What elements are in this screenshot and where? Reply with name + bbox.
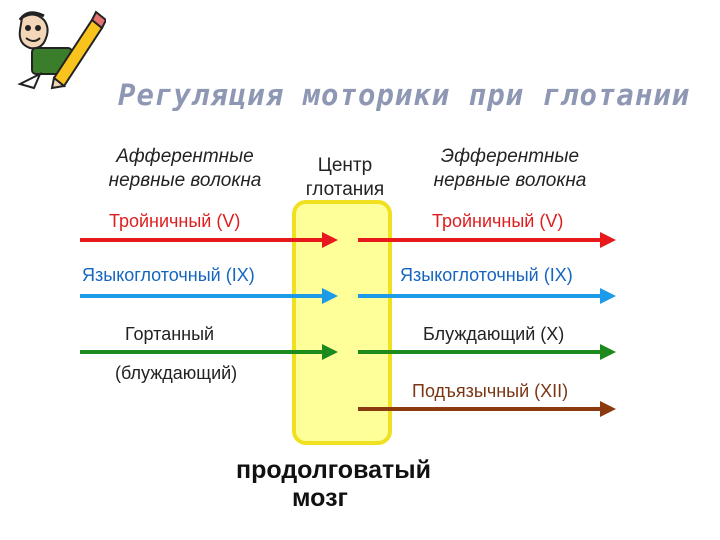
afferent-glossopharyngeal-label: Языкоглоточный (IX) [82, 265, 255, 285]
efferent-vagus-arrow [358, 344, 616, 360]
efferent-trigeminal-arrow [358, 232, 616, 248]
center-heading-line2: глотания [305, 179, 385, 200]
efferent-vagus-label: Блуждающий (X) [423, 324, 565, 344]
efferent-hypoglossal-arrow [358, 401, 616, 417]
efferent-glossopharyngeal-arrow [358, 288, 616, 304]
afferent-trigeminal-arrow [80, 232, 338, 248]
medulla-label-line1: продолговатый [236, 456, 431, 484]
afferent-glossopharyngeal-arrow [80, 288, 338, 304]
efferent-heading: Эфферентные нервные волокна [410, 145, 610, 193]
afferent-heading: Афферентные нервные волокна [92, 145, 278, 193]
efferent-trigeminal-label: Тройничный (V) [432, 211, 564, 231]
center-heading-line1: Центр [317, 155, 373, 176]
medulla-label-line2: мозг [292, 484, 348, 512]
afferent-laryngeal-arrow [80, 344, 338, 360]
center-heading: Центр глотания [290, 154, 400, 202]
afferent-heading-line2: нервные волокна [108, 170, 262, 191]
efferent-hypoglossal-label: Подъязычный (XII) [412, 381, 569, 401]
afferent-laryngeal-sub-label: (блуждающий) [115, 363, 238, 383]
afferent-laryngeal-label: Гортанный [125, 324, 215, 344]
cartoon-pencil-character-icon [17, 10, 106, 90]
diagram-title: Регуляция моторики при глотании [118, 78, 691, 112]
efferent-heading-line2: нервные волокна [433, 170, 587, 191]
afferent-trigeminal-label: Тройничный (V) [109, 211, 241, 231]
efferent-heading-line1: Эфферентные [440, 146, 580, 167]
afferent-heading-line1: Афферентные [116, 146, 254, 167]
efferent-glossopharyngeal-label: Языкоглоточный (IX) [400, 265, 573, 285]
